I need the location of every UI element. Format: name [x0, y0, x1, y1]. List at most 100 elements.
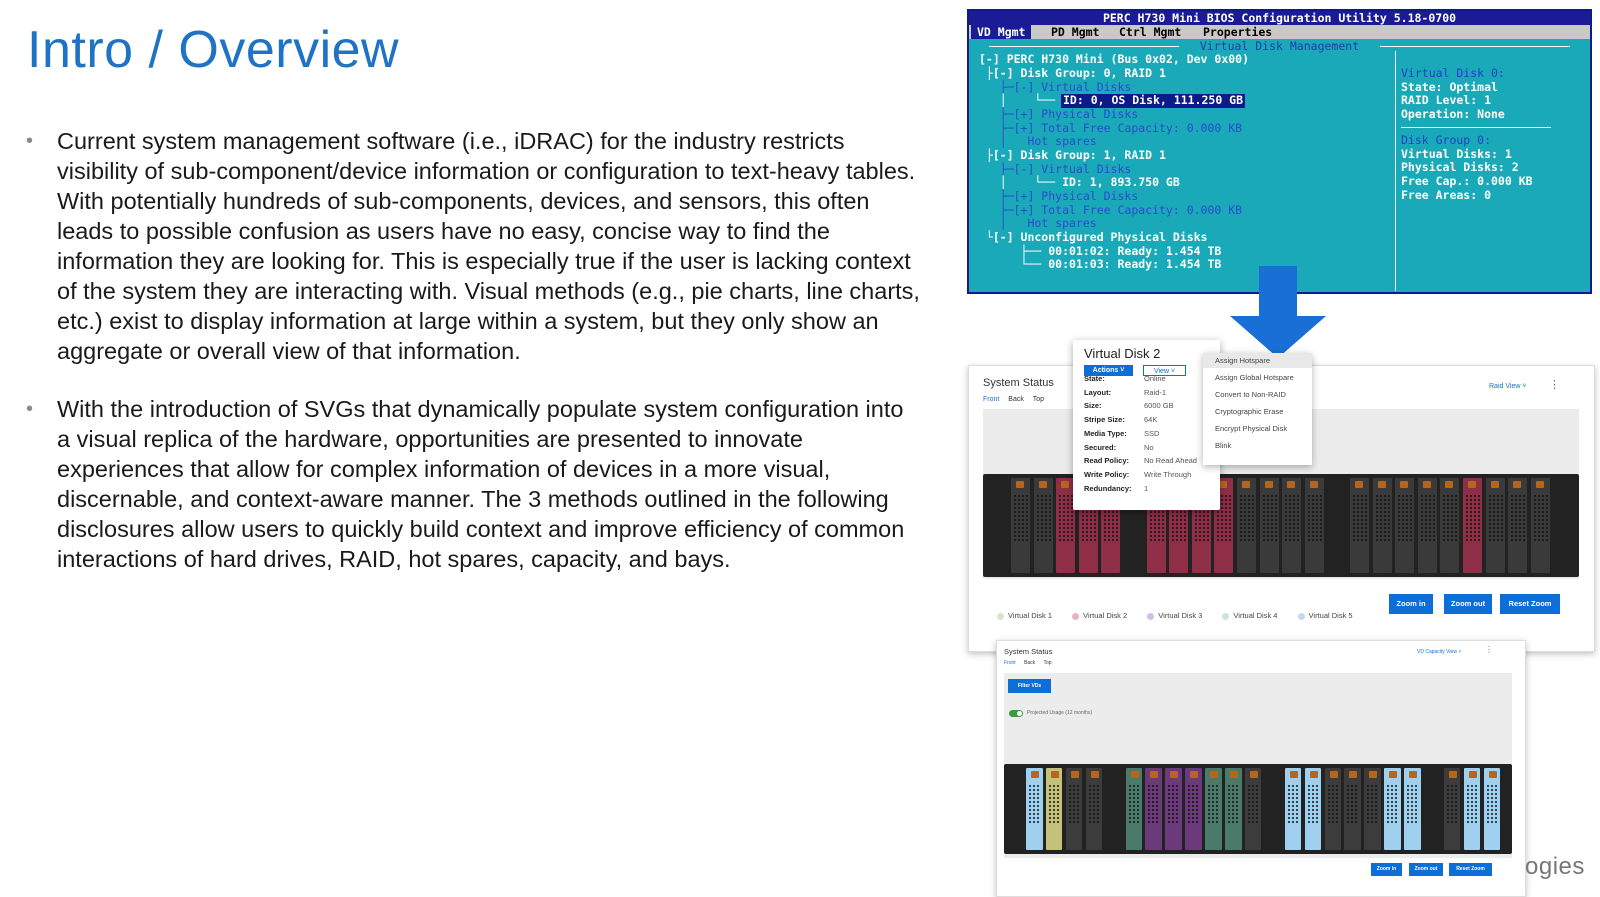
bios-menu-vd-mgmt[interactable]: VD Mgmt	[971, 25, 1032, 39]
capacity-view-select[interactable]: VD Capacity View ˅	[1417, 649, 1462, 655]
drive-bay[interactable]	[1440, 478, 1460, 573]
drive-bay[interactable]	[1125, 768, 1142, 850]
menu-item-assign-global-hotspare[interactable]: Assign Global Hotspare	[1215, 373, 1294, 382]
drive-bay[interactable]	[1011, 478, 1030, 573]
drive-bay[interactable]	[1065, 768, 1083, 850]
projected-usage-label: Projected Usage (12 months)	[1027, 710, 1093, 716]
bios-tree-line: ├─[-] Virtual Disks	[979, 80, 1132, 94]
tab-front[interactable]: Front	[983, 396, 1000, 403]
drive-bay[interactable]	[1483, 768, 1501, 850]
drive-bay[interactable]	[1033, 478, 1053, 573]
drive-bay[interactable]	[1045, 768, 1063, 850]
bullet-text-1: Current system management software (i.e.…	[57, 128, 920, 364]
reset-zoom-button[interactable]: Reset Zoom	[1500, 594, 1560, 614]
drive-bay[interactable]	[1225, 768, 1242, 850]
drive-bay[interactable]	[1026, 768, 1043, 850]
tab-back[interactable]: Back	[1024, 660, 1036, 666]
drive-led-icon	[1400, 481, 1409, 488]
drive-bay[interactable]	[1085, 768, 1103, 850]
popup-row-key: Layout:	[1084, 387, 1112, 397]
more-options-icon[interactable]: ⋮	[1485, 645, 1493, 654]
actions-button[interactable]: Actions ˅	[1084, 365, 1133, 376]
popup-row-key: Media Type:	[1084, 428, 1127, 438]
bios-menu-ctrl-mgmt[interactable]: Ctrl Mgmt	[1119, 25, 1182, 39]
drive-bay[interactable]	[1417, 478, 1437, 573]
drive-bay[interactable]	[1463, 768, 1481, 850]
filter-vds-button[interactable]: Filter VDs	[1008, 679, 1051, 693]
drive-bay[interactable]	[1304, 478, 1324, 573]
drive-bay[interactable]	[1282, 478, 1302, 573]
drive-led-icon	[1355, 481, 1363, 488]
menu-item-cryptographic-erase[interactable]: Cryptographic Erase	[1215, 407, 1284, 416]
zoom-out-button[interactable]: Zoom out	[1444, 594, 1492, 614]
menu-item-convert-non-raid[interactable]: Convert to Non-RAID	[1215, 390, 1286, 399]
zoom-in-button[interactable]: Zoom in	[1389, 594, 1433, 614]
popup-row-key: Stripe Size:	[1084, 415, 1125, 425]
drive-bay[interactable]	[1185, 768, 1202, 850]
drive-vent-icon	[1028, 784, 1041, 825]
bios-separator	[1401, 126, 1551, 128]
drive-bay[interactable]	[1324, 768, 1341, 850]
view-button[interactable]: View ˅	[1143, 365, 1186, 376]
zoom-in-button[interactable]: Zoom in	[1371, 863, 1402, 876]
drive-bay[interactable]	[1205, 768, 1222, 850]
drive-vent-icon	[1532, 494, 1548, 542]
drive-bay[interactable]	[1165, 768, 1182, 850]
drive-bay[interactable]	[1485, 478, 1505, 573]
drive-bay[interactable]	[1463, 478, 1482, 573]
drive-bay[interactable]	[1508, 478, 1528, 573]
zoom-out-button[interactable]: Zoom out	[1409, 863, 1443, 876]
drive-bay[interactable]	[1395, 478, 1415, 573]
menu-item-assign-hotspare[interactable]: Assign Hotspare	[1203, 353, 1312, 368]
drive-bay[interactable]	[1443, 768, 1461, 850]
raid-view-select[interactable]: Raid View ˅	[1489, 383, 1527, 390]
legend-label: Virtual Disk 3	[1158, 611, 1203, 620]
drive-led-icon	[1468, 771, 1477, 778]
drive-led-icon	[1309, 771, 1318, 778]
bios-tree-line: └[-] Unconfigured Physical Disks	[979, 230, 1208, 244]
drive-bay[interactable]	[1404, 768, 1421, 850]
bullet-item-2: • With the introduction of SVGs that dyn…	[20, 394, 920, 574]
bios-menu-properties[interactable]: Properties	[1203, 25, 1273, 39]
projected-usage-toggle[interactable]	[1009, 710, 1023, 717]
drive-led-icon	[1448, 771, 1457, 778]
bios-selected-vd[interactable]: ID: 0, OS Disk, 111.250 GB	[1061, 93, 1246, 108]
bios-dg-line: Free Cap.: 0.000 KB	[1401, 173, 1533, 188]
tab-back[interactable]: Back	[1008, 396, 1024, 403]
drive-bay[interactable]	[1364, 768, 1381, 850]
legend-item: Virtual Disk 5	[1297, 611, 1353, 620]
drive-bay[interactable]	[1344, 768, 1361, 850]
more-options-icon[interactable]: ⋮	[1549, 379, 1560, 391]
tab-front[interactable]: Front	[1004, 660, 1016, 666]
drive-vent-icon	[1352, 494, 1367, 542]
bios-menu-pd-mgmt[interactable]: PD Mgmt	[1051, 25, 1100, 39]
drive-bay[interactable]	[1237, 478, 1256, 573]
drive-bay[interactable]	[1244, 768, 1262, 850]
drive-bay[interactable]	[1530, 478, 1550, 573]
system-status-raid-panel: System Status Front Back Top Raid View ˅…	[968, 365, 1595, 652]
bios-dg-line: Free Areas: 0	[1401, 187, 1492, 202]
reset-zoom-button[interactable]: Reset Zoom	[1449, 863, 1492, 876]
drive-led-icon	[1016, 481, 1024, 488]
drive-bay[interactable]	[1056, 478, 1076, 573]
tab-top[interactable]: Top	[1043, 660, 1052, 666]
bios-header: PERC H730 Mini BIOS Configuration Utilit…	[969, 11, 1590, 25]
drive-bay[interactable]	[1384, 768, 1401, 850]
drive-bay[interactable]	[1304, 768, 1322, 850]
drive-bay[interactable]	[1259, 478, 1279, 573]
tab-top[interactable]: Top	[1032, 396, 1044, 403]
drive-vent-icon	[1445, 784, 1459, 825]
drive-bay[interactable]	[1284, 768, 1302, 850]
bios-tree-line: ├─[+] Physical Disks	[979, 189, 1139, 203]
bios-vd-line: State: Optimal	[1401, 79, 1498, 94]
popup-row-value: No Read Ahead	[1144, 456, 1197, 466]
drive-bay[interactable]	[1145, 768, 1162, 850]
drive-vent-icon	[1239, 494, 1254, 542]
drive-led-icon	[1289, 771, 1298, 778]
drive-bay[interactable]	[1350, 478, 1369, 573]
menu-item-encrypt-physical-disk[interactable]: Encrypt Physical Disk	[1215, 424, 1288, 433]
drive-bay[interactable]	[1372, 478, 1392, 573]
drive-vent-icon	[1366, 784, 1379, 825]
drive-led-icon	[1488, 771, 1497, 778]
menu-item-blink[interactable]: Blink	[1215, 441, 1232, 450]
